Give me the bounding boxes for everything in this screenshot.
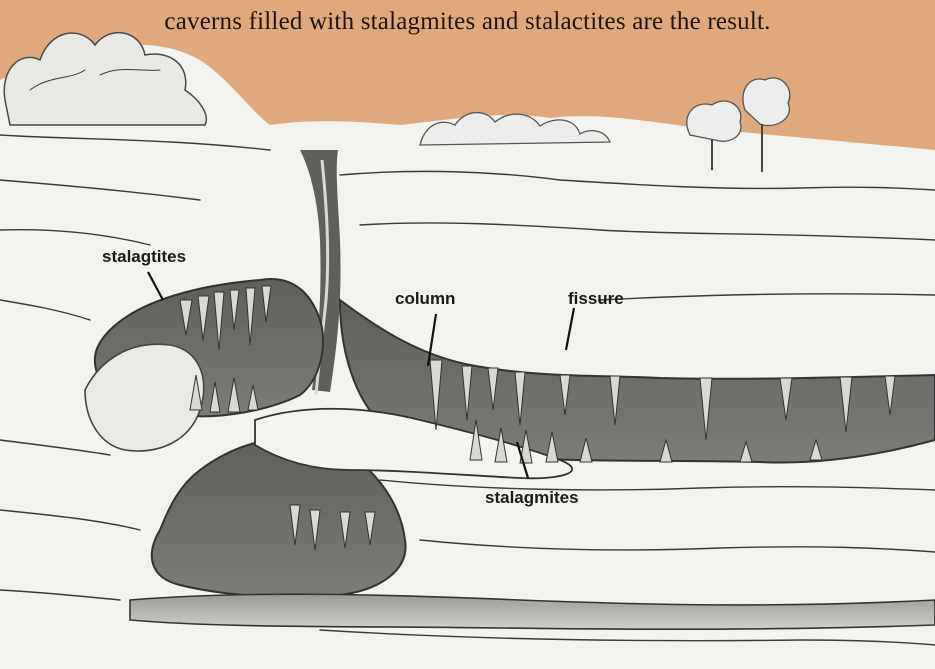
- label-column: column: [395, 289, 455, 308]
- label-stalagmites: stalagmites: [485, 488, 579, 507]
- label-fissure: fissure: [568, 289, 624, 308]
- label-stalagtites: stalagtites: [102, 247, 186, 266]
- tree-cluster-left: [4, 33, 206, 125]
